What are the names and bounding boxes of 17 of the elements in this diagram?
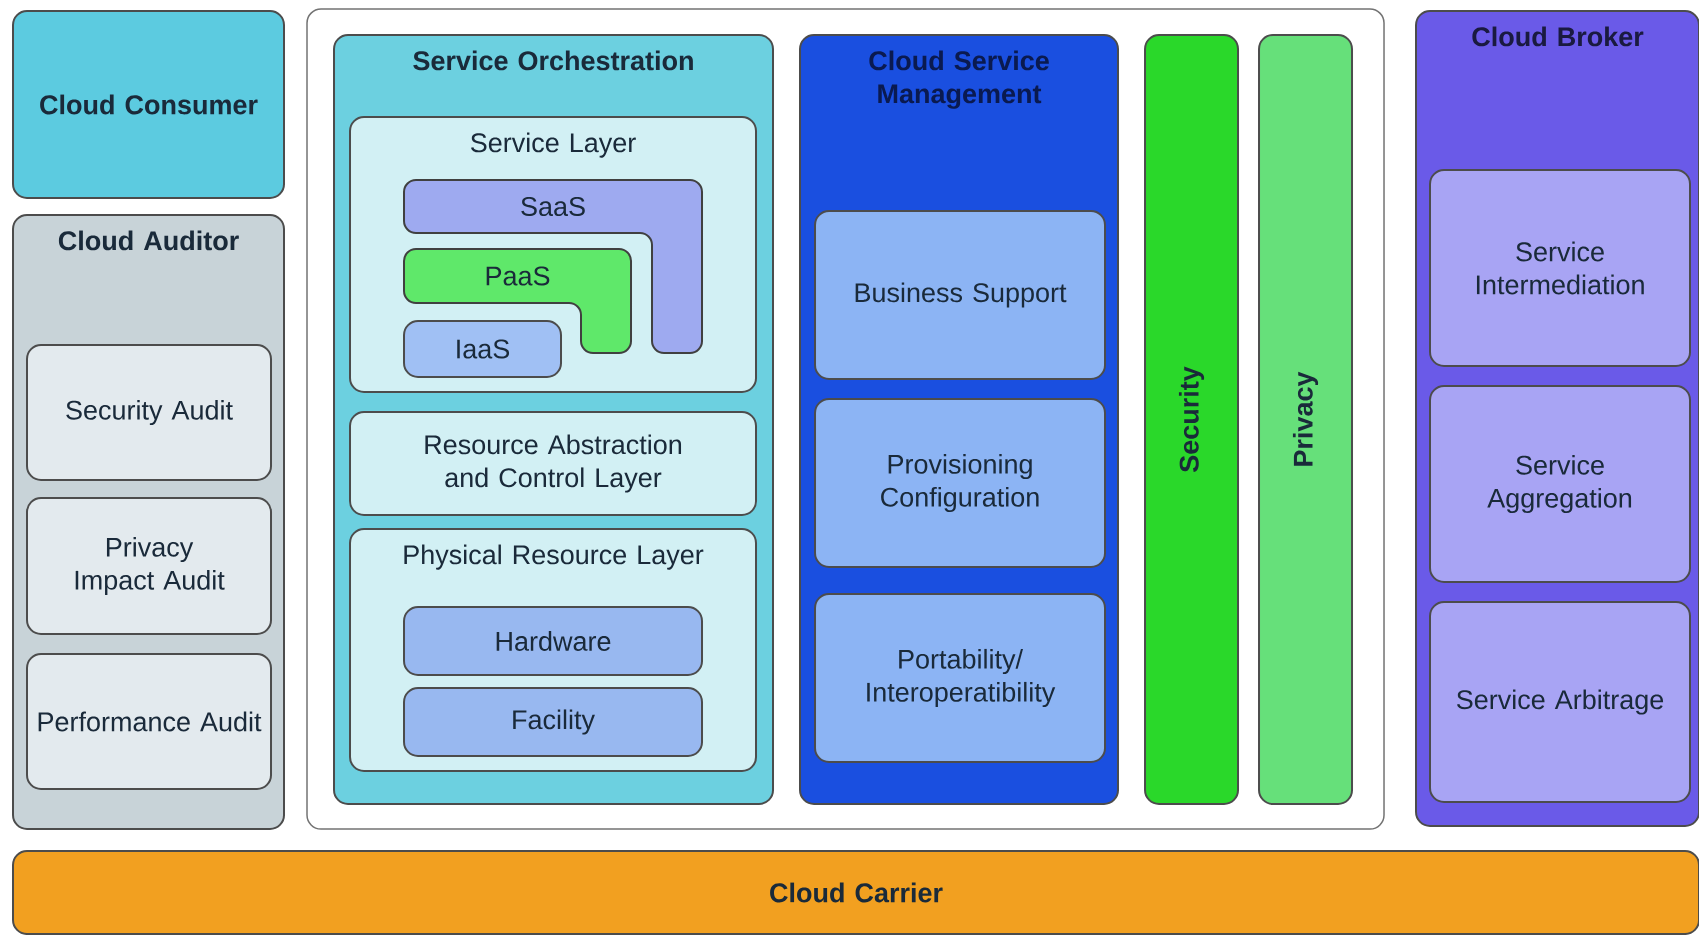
audit-box: Security Audit bbox=[26, 344, 272, 481]
actor-box: Cloud Consumer bbox=[12, 10, 285, 199]
audit-box: Privacy Impact Audit bbox=[26, 497, 272, 635]
audit-box: Performance Audit bbox=[26, 653, 272, 790]
resource-box: Facility bbox=[403, 687, 703, 757]
service-box: Service Arbitrage bbox=[1429, 601, 1691, 803]
function-box: Portability/ Interoperatibility bbox=[814, 593, 1106, 763]
carrier-bar: Cloud Carrier bbox=[12, 850, 1699, 935]
function-box: Business Support bbox=[814, 210, 1106, 380]
layer-box: Resource Abstraction and Control Layer bbox=[349, 411, 757, 516]
service-model-box: IaaS bbox=[403, 320, 562, 378]
vertical-band: Privacy bbox=[1258, 34, 1353, 805]
vertical-band: Security bbox=[1144, 34, 1239, 805]
service-box: Service Intermediation bbox=[1429, 169, 1691, 367]
function-box: Provisioning Configuration bbox=[814, 398, 1106, 568]
resource-box: Hardware bbox=[403, 606, 703, 676]
service-box: Service Aggregation bbox=[1429, 385, 1691, 583]
